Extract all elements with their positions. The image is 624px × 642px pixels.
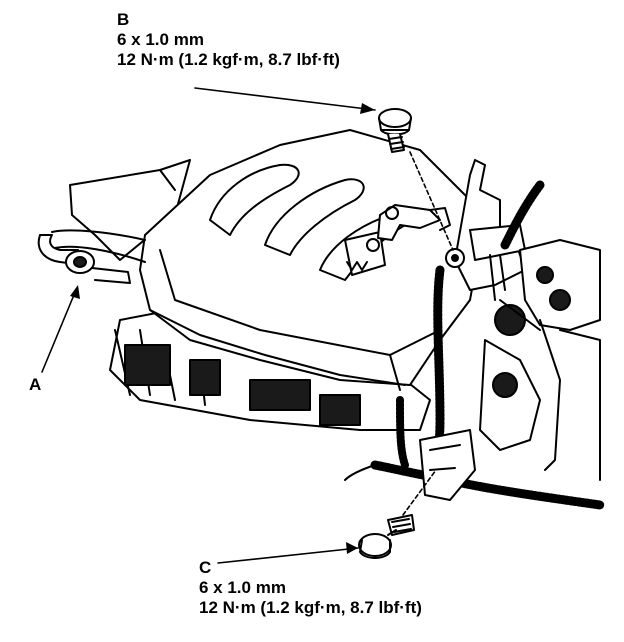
callout-b-size: 6 x 1.0 mm	[117, 30, 204, 49]
callout-c: C 6 x 1.0 mm 12 N·m (1.2 kgf·m, 8.7 lbf·…	[199, 558, 422, 618]
callout-b: B 6 x 1.0 mm 12 N·m (1.2 kgf·m, 8.7 lbf·…	[117, 10, 340, 70]
callout-c-letter: C	[199, 558, 212, 577]
callout-b-letter: B	[117, 10, 130, 29]
harness-bracket	[419, 429, 476, 501]
arrowheads	[70, 103, 375, 554]
callout-c-torque: 12 N·m (1.2 kgf·m, 8.7 lbf·ft)	[199, 598, 422, 617]
callout-c-size: 6 x 1.0 mm	[199, 578, 286, 597]
callout-b-torque: 12 N·m (1.2 kgf·m, 8.7 lbf·ft)	[117, 50, 340, 69]
intake-manifold	[139, 129, 481, 391]
bolt-b	[378, 108, 412, 153]
callout-a-letter: A	[29, 375, 42, 394]
leader-lines	[41, 87, 454, 564]
bolt-c	[358, 514, 415, 559]
engine-right-side	[454, 159, 601, 481]
hose-a	[37, 229, 146, 284]
bolt-b-mount	[445, 248, 465, 268]
